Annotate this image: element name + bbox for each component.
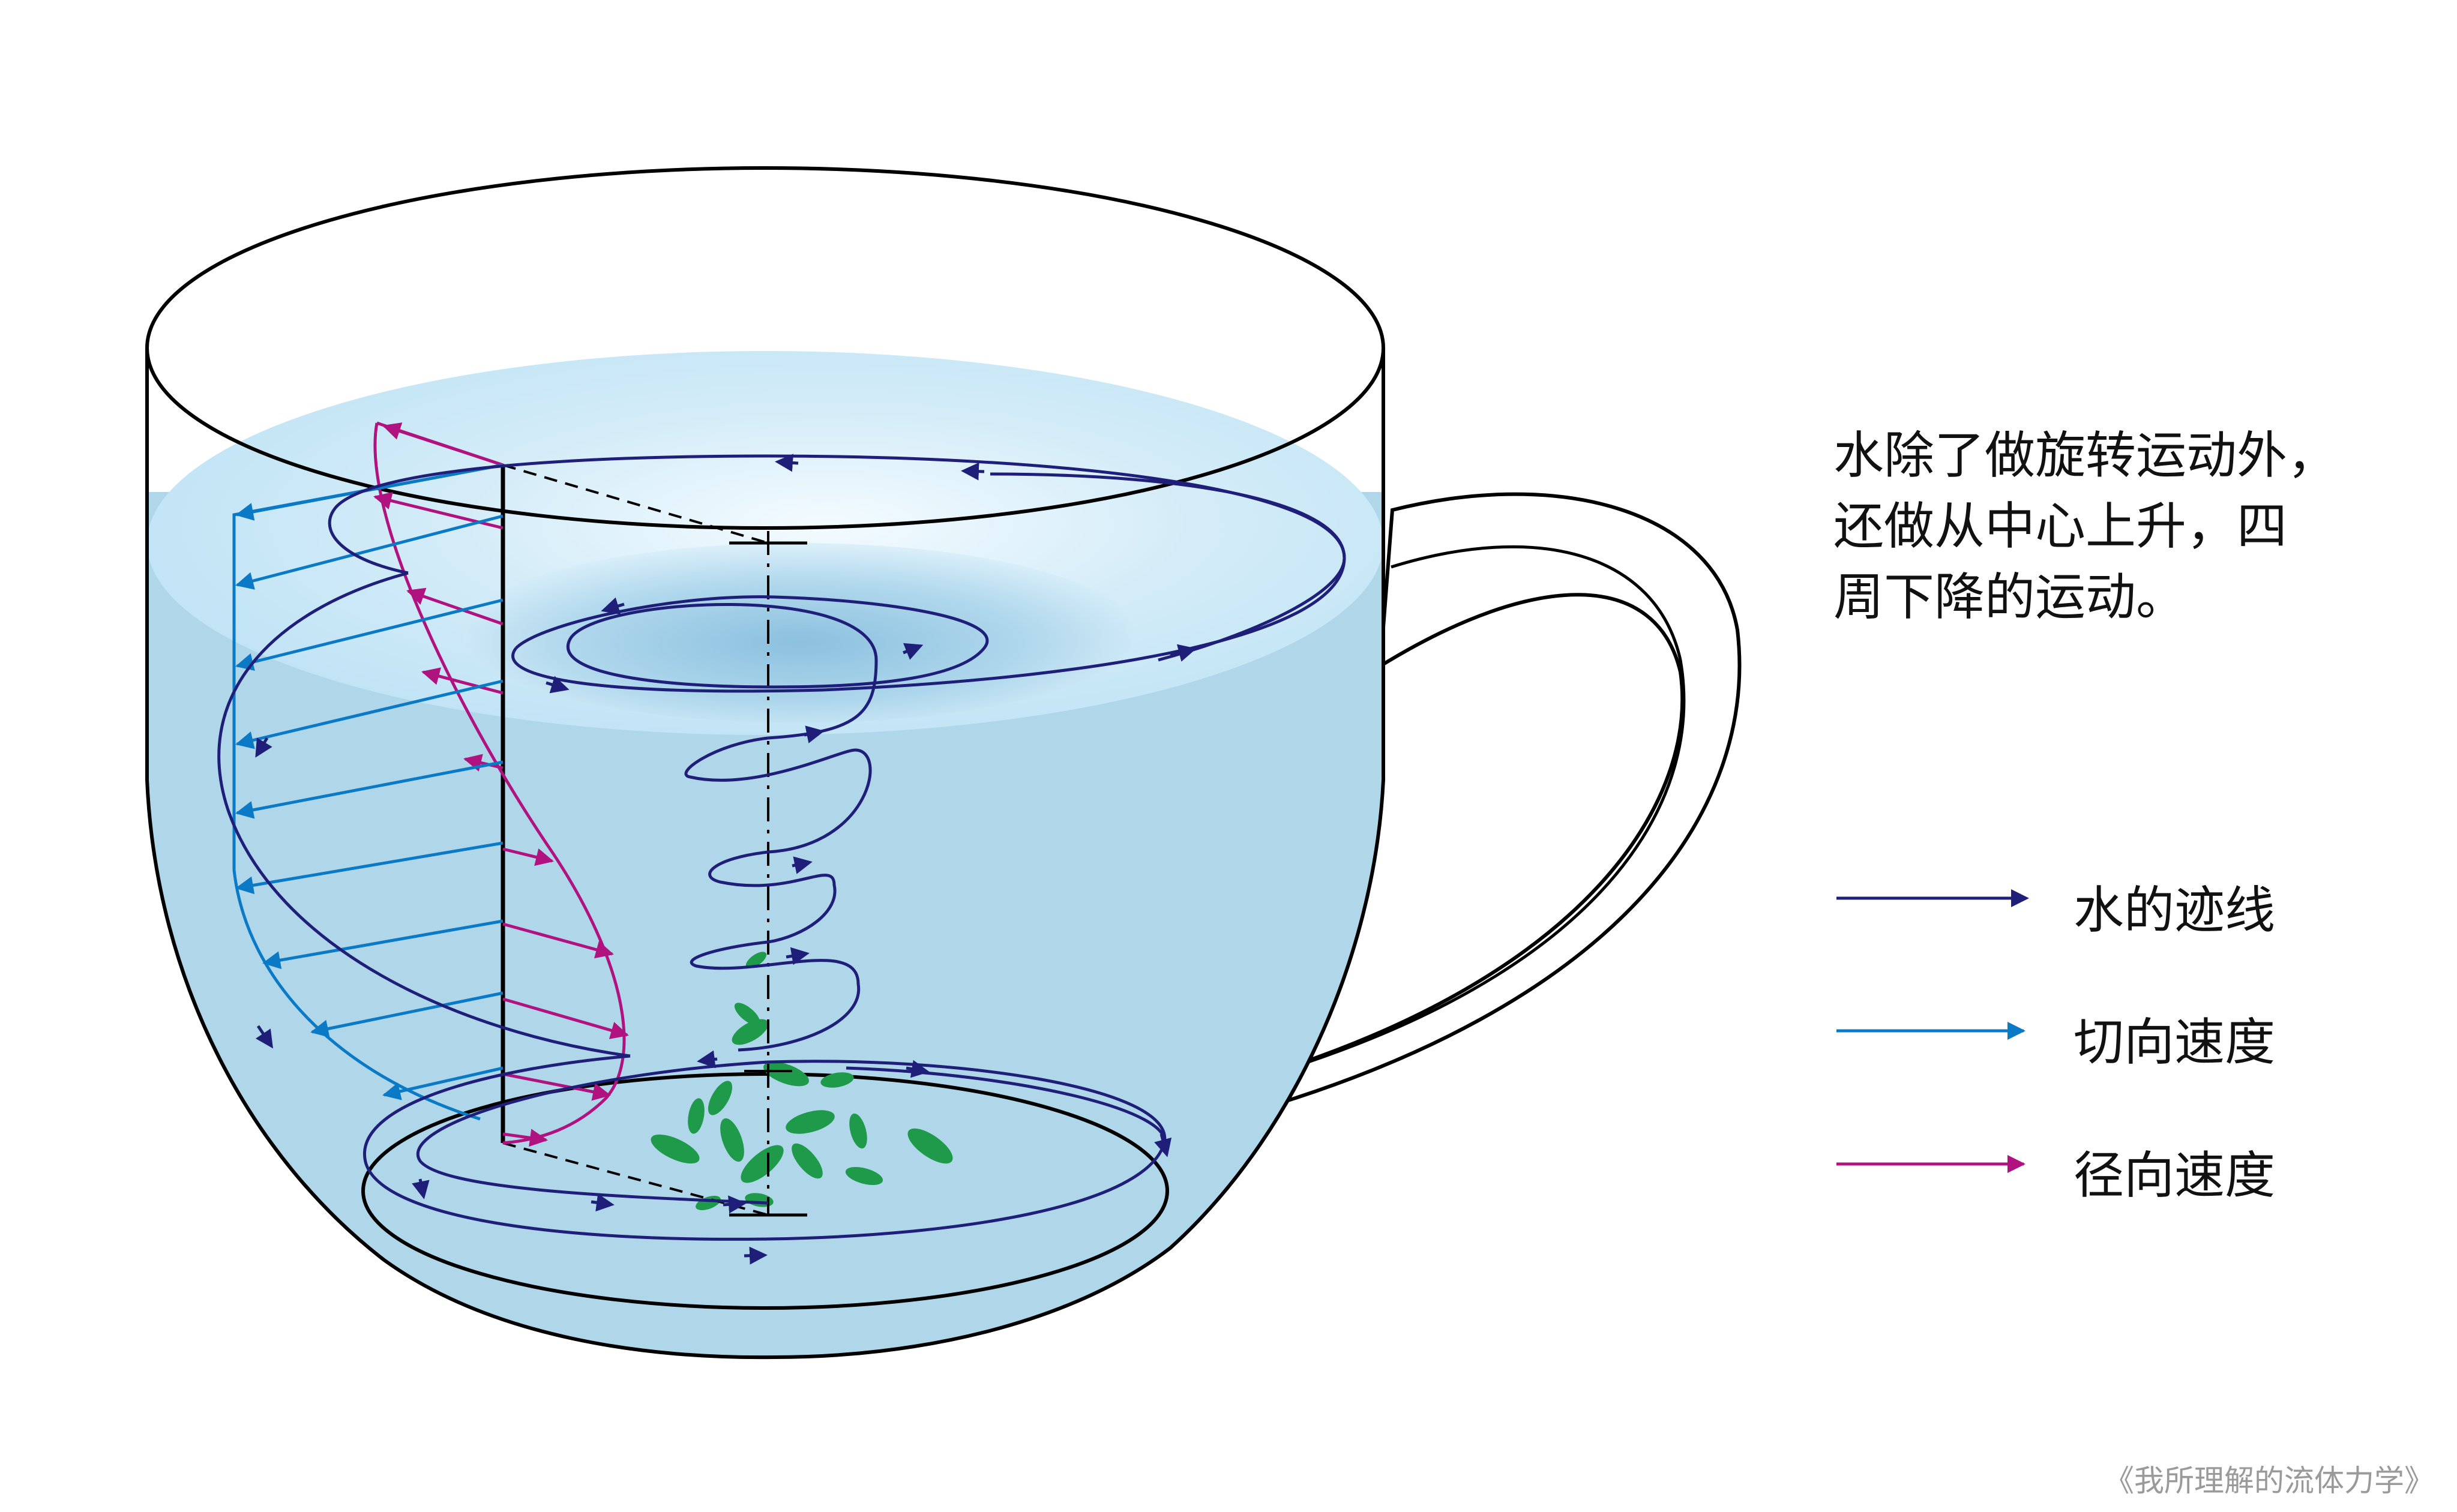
description-line-2: 还做从中心上升，四 (1833, 497, 2288, 556)
legend-label-pathline: 水的迹线 (2074, 881, 2276, 940)
source-caption: 《我所理解的流体力学》 (2104, 1463, 2434, 1498)
cup-rim (145, 166, 1385, 530)
description-line-1: 水除了做旋转运动外， (1833, 426, 2338, 485)
water-pathline (217, 454, 1346, 1265)
legend-label-radial: 径向速度 (2074, 1146, 2276, 1205)
legend-lines (1836, 889, 2029, 1173)
cup-bottom (361, 1072, 1169, 1310)
tangential-velocity-profile (232, 463, 504, 1121)
surface-dip (462, 543, 1134, 723)
radial-velocity-profile (373, 421, 629, 1147)
description-line-3: 周下降的运动。 (1833, 568, 2187, 626)
tea-leaves (651, 952, 953, 1211)
legend-label-tangential: 切向速度 (2074, 1013, 2276, 1072)
cup-body (145, 166, 1385, 1360)
description-text: 水除了做旋转运动外， 还做从中心上升，四 周下降的运动。 (1833, 420, 2434, 632)
reference-plane (501, 464, 807, 1217)
